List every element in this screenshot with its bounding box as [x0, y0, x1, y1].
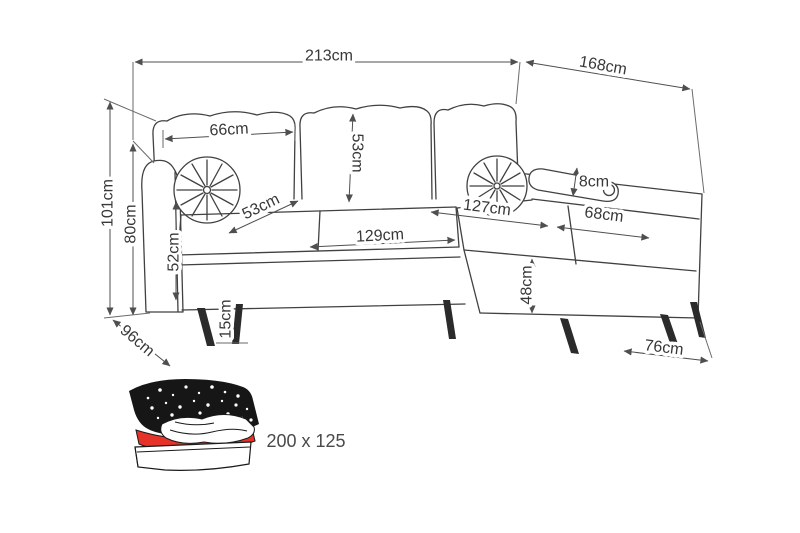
chaise-right-edge — [697, 193, 703, 319]
dim-line-back-cushion-width — [164, 128, 294, 143]
chaise-seat-front-edge — [463, 249, 697, 272]
dim-line-back-cushion-height — [345, 113, 357, 203]
extension-line — [132, 140, 155, 164]
dim-label-chaise-armrest-length: 68cm — [584, 204, 625, 226]
extension-line — [103, 98, 157, 122]
dim-label-backrest-height: 80cm — [123, 204, 140, 243]
seat-cushion-divider — [317, 210, 321, 252]
dim-line-chaise-length — [430, 209, 549, 229]
dim-line-chaise-front-depth — [623, 348, 709, 364]
round-pillow-left-button — [202, 185, 212, 195]
chaise-left-bottom-edge — [463, 249, 481, 314]
dim-label-armrest-height: 52cm — [166, 232, 183, 271]
round-pillow-right-pleats — [469, 158, 525, 214]
bed-icon-base — [134, 441, 252, 471]
dim-line-seat-cushion-depth — [228, 200, 299, 234]
extension-line — [103, 312, 151, 319]
bolster-end-cap — [602, 183, 616, 197]
leg-chaise-left — [560, 318, 579, 354]
dim-label-overall-width: 213cm — [305, 48, 353, 65]
extension-line — [515, 61, 521, 105]
dim-label-leg-height: 15cm — [218, 299, 235, 338]
dim-label-overall-height: 101cm — [100, 179, 117, 227]
round-pillow-right-button — [493, 182, 501, 190]
extension-line — [699, 321, 713, 359]
dim-line-bolster-diameter — [570, 167, 580, 197]
dim-label-seat-width: 129cm — [356, 226, 405, 245]
leg-front-left-2 — [232, 304, 243, 344]
dim-label-left-side-depth: 96cm — [117, 322, 158, 360]
leg-front-middle — [443, 300, 456, 339]
sofa-drawing — [141, 103, 706, 354]
dim-label-back-cushion-height: 53cm — [349, 133, 366, 172]
back-cushion-middle — [299, 104, 433, 200]
dim-label-bolster-diameter: 8cm — [579, 174, 609, 191]
bed-icon-base-edge — [134, 446, 251, 468]
extension-line — [691, 88, 705, 194]
dim-label-back-cushion-width: 66cm — [209, 120, 249, 139]
dimension-lines — [103, 58, 713, 367]
leg-chaise-right — [660, 314, 680, 350]
dim-line-left-side-depth — [112, 319, 171, 367]
chaise-armrest-inner-line — [531, 198, 700, 220]
dim-label-chaise-seat-height: 48cm — [519, 265, 536, 304]
bed-icon-sheet-folds — [169, 421, 248, 435]
seat-piping-line — [178, 256, 461, 266]
dim-label-chaise-front-depth: 76cm — [644, 337, 685, 359]
sofa-bed-fold-out-icon — [129, 379, 259, 471]
dim-line-overall-depth-right — [525, 59, 691, 92]
bed-icon-sheet — [160, 414, 255, 444]
leg-front-left — [197, 308, 215, 346]
sofa-legs — [197, 300, 706, 354]
chaise-cushion-seam — [567, 205, 577, 265]
round-pillow-left-pleats — [176, 159, 238, 221]
dim-line-chaise-armrest-length — [556, 224, 650, 241]
dim-line-seat-width — [309, 236, 456, 251]
sleeping-area-label: 200 x 125 — [266, 431, 345, 451]
seat-back-line — [180, 206, 457, 216]
